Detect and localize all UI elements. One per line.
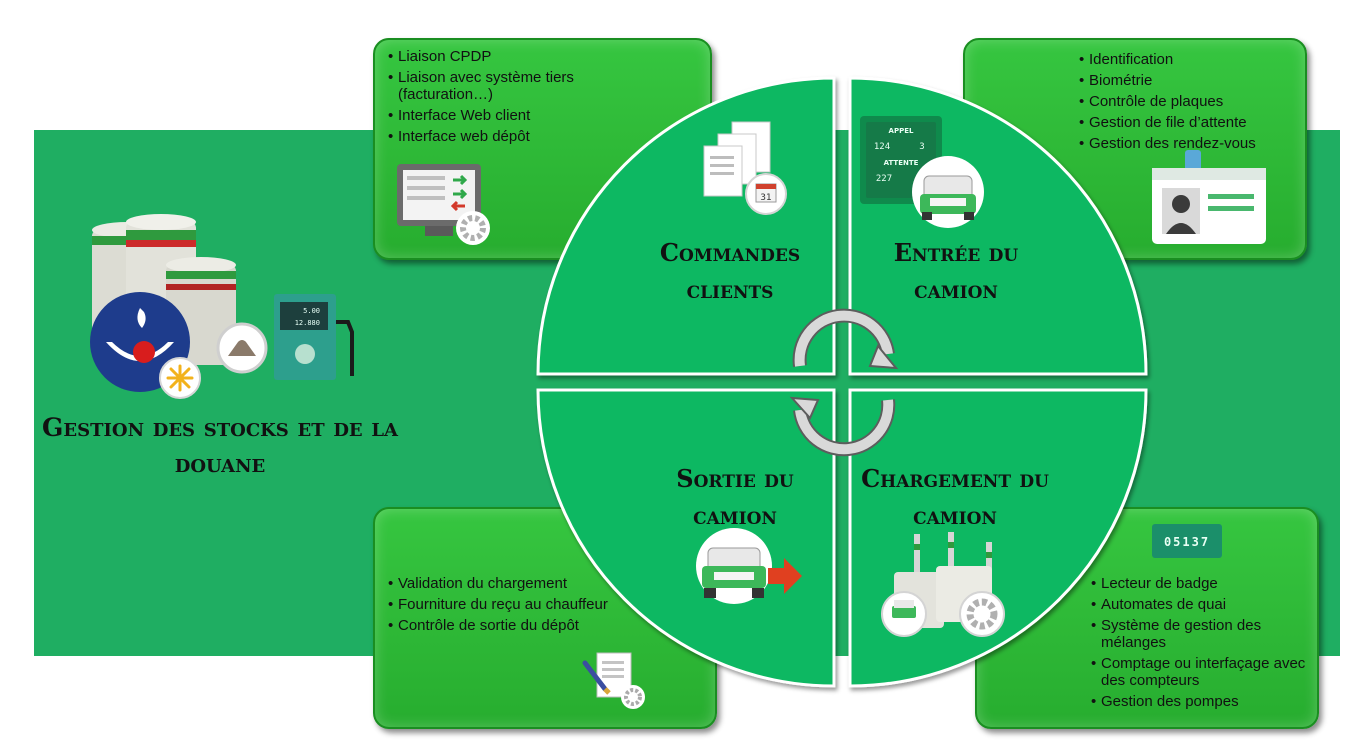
exit-label: Sortie du camion	[676, 464, 794, 530]
orders-label: Commandes clients	[659, 238, 801, 304]
exit-bullets: Validation du chargement Fourniture du r…	[388, 575, 608, 638]
bullet-item: Comptage ou interfaçage avec des compteu…	[1091, 655, 1311, 689]
bullet-item: Interface web dépôt	[388, 128, 608, 145]
pump-display-top: 5.00	[303, 307, 320, 315]
stock-customs-title: Gestion des stocks et de la douane	[42, 413, 398, 478]
order-documents-icon: 31	[703, 121, 787, 215]
truck-exit-info-box: Validation du chargement Fourniture du r…	[373, 507, 717, 729]
bullet-item: Gestion de file d’attente	[1079, 114, 1299, 131]
bullet-item: Contrôle de plaques	[1079, 93, 1299, 110]
loading-label: Chargement du camion	[861, 464, 1049, 530]
cycle-arrow-top	[792, 308, 899, 370]
truck-entry-icon	[912, 156, 984, 228]
signed-document-icon	[582, 652, 645, 709]
bullet-item: Interface Web client	[388, 107, 608, 124]
bullet-item: Validation du chargement	[388, 575, 608, 592]
bullet-item: Lecteur de badge	[1091, 575, 1311, 592]
bullet-item: Système de gestion des mélanges	[1091, 617, 1311, 651]
bullet-item: Contrôle de sortie du dépôt	[388, 617, 608, 634]
queue-wait-label: ATTENTE	[884, 159, 919, 167]
badge-counter-icon: 05137	[1152, 524, 1222, 558]
web-interface-icon	[397, 164, 490, 245]
bullet-item: Automates de quai	[1091, 596, 1311, 613]
bullet-item: Liaison CPDP	[388, 48, 608, 65]
badge-counter-value: 05137	[1164, 535, 1210, 549]
fuel-pump-icon: 5.00 12.880	[274, 294, 354, 380]
loading-bullets: Lecteur de badge Automates de quai Systè…	[1091, 575, 1311, 714]
customs-logo-icon	[90, 292, 201, 399]
quadrant-exit	[536, 388, 836, 688]
loading-plant-icon	[881, 532, 1005, 637]
bullet-item: Gestion des rendez-vous	[1079, 135, 1299, 152]
id-badge-icon	[1152, 150, 1266, 244]
orders-bullets: Liaison CPDP Liaison avec système tiers …	[388, 48, 608, 149]
queue-call-label: APPEL	[889, 127, 914, 135]
queue-wait-value: 227	[876, 174, 892, 184]
bullet-item: Liaison avec système tiers (facturation……	[388, 69, 608, 103]
bullet-item: Gestion des pompes	[1091, 693, 1311, 710]
bullet-item: Biométrie	[1079, 72, 1299, 89]
bullet-item: Fourniture du reçu au chauffeur	[388, 596, 608, 613]
queue-call-lane: 3	[919, 142, 924, 152]
bullet-item: Identification	[1079, 51, 1299, 68]
calendar-day: 31	[760, 193, 771, 203]
cycle-arrow-bottom	[789, 396, 896, 457]
truck-exit-icon	[696, 528, 802, 604]
queue-call-value: 124	[874, 142, 890, 152]
pump-display-bottom: 12.880	[295, 319, 320, 327]
entry-label: Entrée du camion	[893, 238, 1019, 304]
entry-bullets: Identification Biométrie Contrôle de pla…	[1079, 51, 1299, 156]
